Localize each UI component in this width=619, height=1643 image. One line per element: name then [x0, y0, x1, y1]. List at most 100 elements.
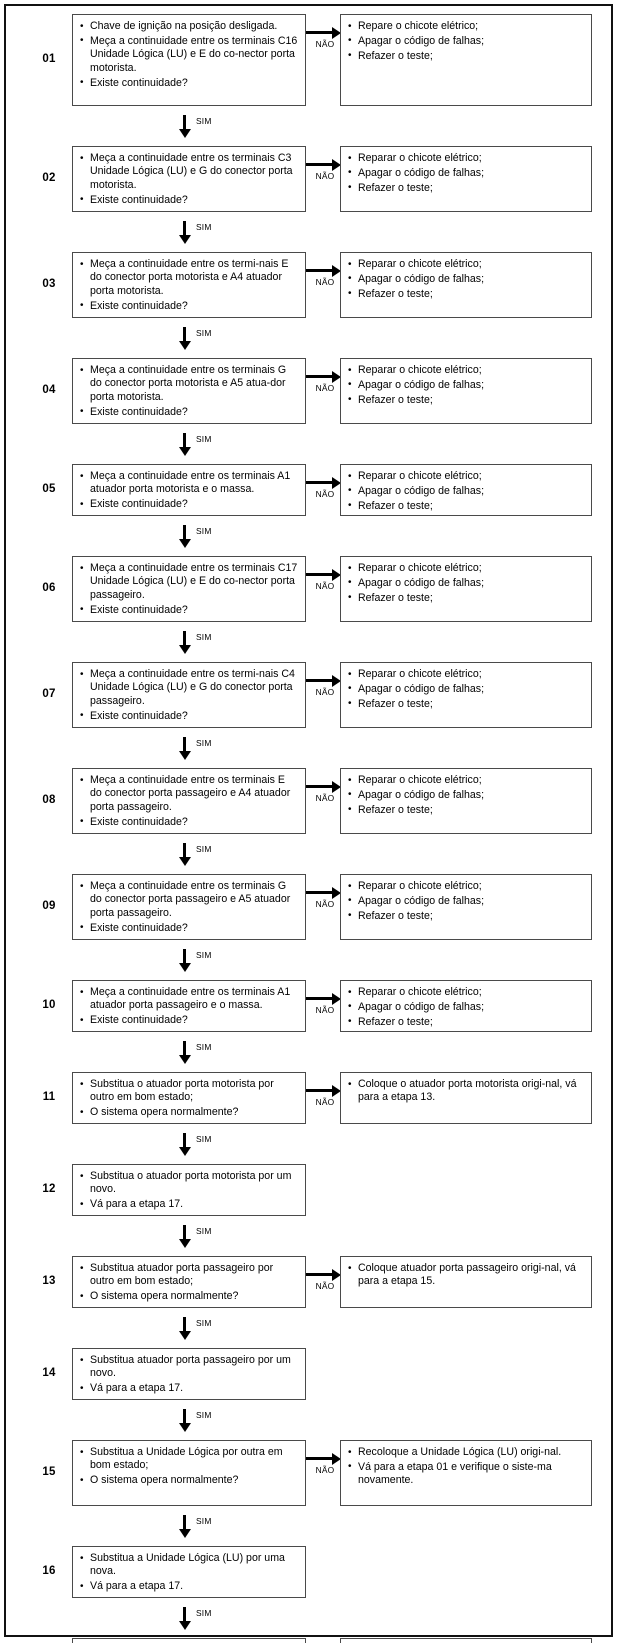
yes-branch-connector: SIM: [0, 1041, 619, 1064]
step-action-item: Meça a continuidade entre os terminais A…: [80, 986, 298, 1013]
step-action-box: Substitua atuador porta passageiro por o…: [72, 1256, 306, 1308]
step-result-item: Apagar o código de falhas;: [348, 576, 584, 590]
step-result-item: Reparar o chicote elétrico;: [348, 561, 584, 575]
step-action-item: Meça a continuidade entre os terminais C…: [80, 151, 298, 192]
yes-branch-label: SIM: [196, 116, 212, 126]
yes-branch-label: SIM: [196, 844, 212, 854]
no-branch-label: NÃO: [315, 1465, 335, 1475]
step-action-item: Substitua o atuador porta motorista por …: [80, 1170, 298, 1197]
step-result-item: Refazer o teste;: [348, 49, 584, 63]
yes-branch-connector: SIM: [0, 1225, 619, 1248]
step-result-box: Repare o chicote elétrico;Apagar o códig…: [340, 14, 592, 106]
step-action-box: Meça a continuidade entre os terminais C…: [72, 556, 306, 622]
no-branch-label: NÃO: [315, 383, 335, 393]
no-branch-arrow-icon: [306, 883, 342, 903]
step-action-box: Meça a continuidade entre os termi-nais …: [72, 662, 306, 728]
step-result-item: Coloque atuador porta passageiro origi-n…: [348, 1262, 584, 1289]
yes-branch-label: SIM: [196, 526, 212, 536]
yes-branch-label: SIM: [196, 1042, 212, 1052]
no-branch-label: NÃO: [315, 687, 335, 697]
yes-branch-connector: SIM: [0, 949, 619, 972]
step-action-item: Existe continuidade?: [80, 193, 298, 207]
step-action-box: Substitua a Unidade Lógica (LU) por uma …: [72, 1546, 306, 1598]
step-number: 02: [42, 172, 56, 184]
step-action-item: Existe continuidade?: [80, 299, 298, 313]
yes-branch-connector: SIM: [0, 631, 619, 654]
step-result-item: Apagar o código de falhas;: [348, 1000, 584, 1014]
step-result-item: Refazer o teste;: [348, 803, 584, 817]
step-number: 03: [42, 278, 56, 290]
step-result-box: Recoloque a Unidade Lógica (LU) origi-na…: [340, 1440, 592, 1506]
step-action-item: Substitua a Unidade Lógica por outra em …: [80, 1446, 298, 1473]
step-action-item: Meça a continuidade entre os terminais G…: [80, 879, 298, 920]
step-action-item: Existe continuidade?: [80, 921, 298, 935]
no-branch-arrow-icon: [306, 473, 342, 493]
step-result-box: Reparar o chicote elétrico;Apagar o códi…: [340, 874, 592, 940]
yes-branch-connector: SIM: [0, 433, 619, 456]
yes-branch-connector: SIM: [0, 525, 619, 548]
no-branch-arrow-icon: [306, 671, 342, 691]
no-branch-label: NÃO: [315, 171, 335, 181]
step-number: 11: [42, 1091, 56, 1103]
step-result-box: Reparar o chicote elétrico;Apagar o códi…: [340, 146, 592, 212]
step-result-item: Refazer o teste;: [348, 697, 584, 711]
yes-branch-connector: SIM: [0, 327, 619, 350]
step-result-item: Apagar o código de falhas;: [348, 788, 584, 802]
no-branch-label: NÃO: [315, 1097, 335, 1107]
step-action-item: Existe continuidade?: [80, 603, 298, 617]
step-action-box: Meça a continuidade entre os terminais A…: [72, 980, 306, 1032]
step-result-item: Refazer o teste;: [348, 287, 584, 301]
step-result-item: Reparar o chicote elétrico;: [348, 151, 584, 165]
step-result-item: Refazer o teste;: [348, 499, 584, 513]
step-result-item: Reparar o chicote elétrico;: [348, 879, 584, 893]
step-result-box: Reparar o chicote elétrico;Apagar o códi…: [340, 464, 592, 516]
step-action-item: Existe continuidade?: [80, 76, 298, 90]
step-result-box: Reparar o chicote elétrico;Apagar o códi…: [340, 768, 592, 834]
no-branch-arrow-icon: [306, 1081, 342, 1101]
yes-branch-connector: SIM: [0, 843, 619, 866]
yes-branch-label: SIM: [196, 1318, 212, 1328]
step-action-item: Meça a continuidade entre os terminais E…: [80, 773, 298, 814]
no-branch-arrow-icon: [306, 565, 342, 585]
yes-branch-connector: SIM: [0, 737, 619, 760]
step-action-item: Meça a continuidade entre os termi-nais …: [80, 257, 298, 298]
step-result-item: Reparar o chicote elétrico;: [348, 257, 584, 271]
step-result-box: Reparar o chicote elétrico;Apagar o códi…: [340, 556, 592, 622]
step-result-item: Coloque o atuador porta motorista origi-…: [348, 1078, 584, 1105]
step-action-box: Substitua atuador porta passageiro por u…: [72, 1348, 306, 1400]
step-action-item: Existe continuidade?: [80, 815, 298, 829]
step-result-box: Reparar o chicote elétrico;Apagar o códi…: [340, 252, 592, 318]
step-number: 04: [42, 384, 56, 396]
no-branch-arrow-icon: [306, 367, 342, 387]
step-result-box: Reparar o chicote elétrico;Apagar o códi…: [340, 358, 592, 424]
no-branch-label: NÃO: [315, 899, 335, 909]
step-action-box: Meça a continuidade entre os termi-nais …: [72, 252, 306, 318]
step-result-item: Refazer o teste;: [348, 1015, 584, 1029]
step-number: 10: [42, 999, 56, 1011]
step-result-item: Repare o chicote elétrico;: [348, 19, 584, 33]
yes-branch-label: SIM: [196, 1516, 212, 1526]
no-branch-label: NÃO: [315, 1281, 335, 1291]
no-branch-arrow-icon: [306, 261, 342, 281]
yes-branch-label: SIM: [196, 1134, 212, 1144]
step-action-item: O sistema opera normalmente?: [80, 1474, 298, 1488]
step-action-item: Existe continuidade?: [80, 1014, 298, 1028]
yes-branch-connector: SIM: [0, 1607, 619, 1630]
step-action-box: Meça a continuidade entre os terminais G…: [72, 874, 306, 940]
step-result-item: Refazer o teste;: [348, 909, 584, 923]
yes-branch-label: SIM: [196, 434, 212, 444]
yes-branch-label: SIM: [196, 1226, 212, 1236]
yes-branch-connector: SIM: [0, 1515, 619, 1538]
step-number: 09: [42, 900, 56, 912]
yes-branch-label: SIM: [196, 1410, 212, 1420]
step-result-box: Coloque atuador porta passageiro origi-n…: [340, 1256, 592, 1308]
step-result-box: Coloque o atuador porta motorista origi-…: [340, 1072, 592, 1124]
yes-branch-label: SIM: [196, 738, 212, 748]
step-action-item: Substitua o atuador porta motorista por …: [80, 1078, 298, 1105]
no-branch-arrow-icon: [306, 777, 342, 797]
step-number: 08: [42, 794, 56, 806]
no-branch-label: NÃO: [315, 489, 335, 499]
no-branch-arrow-icon: [306, 1265, 342, 1285]
step-number: 14: [42, 1367, 56, 1379]
step-action-item: Meça a continuidade entre os terminais G…: [80, 363, 298, 404]
